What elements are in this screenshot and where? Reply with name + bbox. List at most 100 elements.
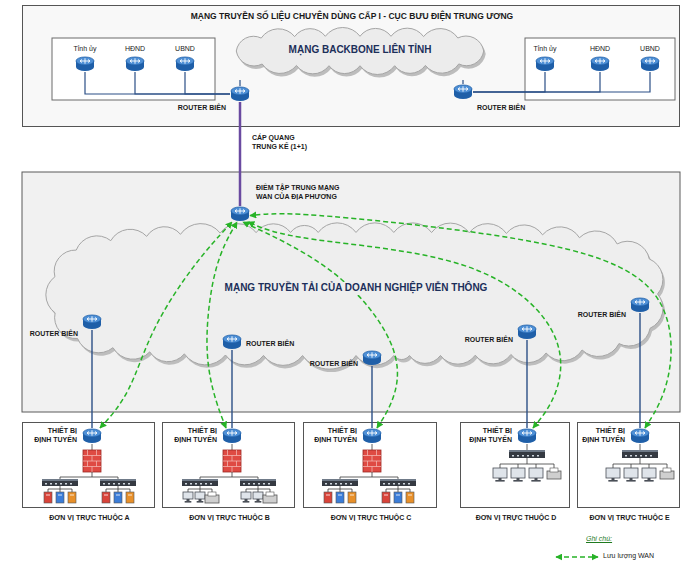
switch-port bbox=[350, 483, 352, 485]
cable-line bbox=[106, 489, 107, 492]
switch-port bbox=[522, 455, 524, 457]
switch-port bbox=[527, 455, 529, 457]
router-icon-part bbox=[235, 88, 245, 93]
switch-port bbox=[253, 483, 255, 485]
firewall-brick bbox=[92, 456, 93, 462]
server-icon bbox=[56, 492, 64, 503]
pc-icon bbox=[644, 480, 653, 482]
firewall-brick bbox=[232, 467, 233, 473]
edge-router: ROUTER BIÊN bbox=[82, 314, 102, 330]
unit-box: THIẾT BỊ ĐỊNH TUYẾNĐƠN VỊ TRỰC THUỘC C bbox=[303, 422, 437, 508]
router-icon bbox=[222, 334, 242, 350]
firewall-brick bbox=[376, 461, 377, 467]
router-label: ROUTER BIÊN bbox=[310, 360, 358, 369]
cable-line bbox=[352, 489, 353, 492]
pc-icon bbox=[493, 468, 507, 478]
router-icon bbox=[630, 297, 650, 313]
router-label: THIẾT BỊ ĐỊNH TUYẾN bbox=[171, 427, 217, 445]
server-icon bbox=[384, 495, 388, 496]
cable-line bbox=[60, 489, 61, 492]
wan-hub-router: ĐIỂM TẬP TRUNG MẠNG WAN CỦA ĐỊA PHƯƠNG bbox=[230, 206, 250, 222]
router-icon bbox=[640, 56, 660, 72]
pc-icon bbox=[630, 478, 633, 480]
unit-label: ĐƠN VỊ TRỰC THUỘC A bbox=[49, 514, 129, 523]
router: Tỉnh ủy bbox=[75, 56, 95, 72]
server-icon bbox=[102, 492, 110, 503]
network-link bbox=[185, 72, 230, 94]
unit-equipment bbox=[42, 444, 674, 503]
cable-line bbox=[340, 489, 341, 492]
edge-router: ROUTER BIÊN bbox=[517, 324, 537, 340]
switch-port bbox=[128, 483, 130, 485]
router: HĐND bbox=[125, 56, 145, 72]
switch-icon bbox=[100, 479, 136, 481]
firewall-brick bbox=[376, 450, 377, 456]
router-label: ROUTER BIÊN bbox=[578, 311, 626, 320]
legend-heading: Ghi chú: bbox=[586, 535, 612, 544]
unit-label: ĐƠN VỊ TRỰC THUỘC E bbox=[589, 514, 669, 523]
switch-port bbox=[205, 483, 207, 485]
router-icon-part bbox=[80, 58, 90, 63]
pc-icon bbox=[535, 478, 538, 480]
cable-line bbox=[667, 464, 668, 468]
cable-line bbox=[118, 486, 119, 489]
transport-cloud: MẠNG TRUYỀN TẢI CỦA DOANH NGHIỆP VIỄN TH… bbox=[40, 218, 672, 370]
backbone-panel: Tỉnh ủyHĐNDUBNDMẠNG BACKBONE LIÊN TỈNHRO… bbox=[22, 5, 680, 127]
switch-port bbox=[200, 483, 202, 485]
switch-port bbox=[408, 483, 410, 485]
switch-port bbox=[537, 455, 539, 457]
server-icon bbox=[104, 495, 108, 496]
cable-line bbox=[500, 464, 554, 465]
server-icon bbox=[350, 495, 354, 496]
unit-router: THIẾT BỊ ĐỊNH TUYẾN bbox=[362, 428, 382, 444]
switch-icon bbox=[509, 450, 545, 458]
switch-port bbox=[248, 483, 250, 485]
cable-line bbox=[232, 444, 233, 450]
server-icon bbox=[116, 495, 120, 496]
server-icon bbox=[324, 492, 332, 503]
unit-fill bbox=[460, 422, 570, 508]
switch-port bbox=[640, 455, 642, 457]
pc-icon bbox=[648, 478, 651, 480]
unit-router: THIẾT BỊ ĐỊNH TUYẾN bbox=[630, 428, 650, 444]
switch-port bbox=[393, 483, 395, 485]
router-icon-part bbox=[130, 58, 140, 63]
network-link bbox=[473, 72, 650, 92]
edge-router: ROUTER BIÊN bbox=[453, 84, 473, 100]
pc-icon bbox=[185, 501, 192, 503]
network-link bbox=[473, 72, 600, 92]
cable-line bbox=[200, 486, 201, 489]
switch-port bbox=[383, 483, 385, 485]
edge-router: ROUTER BIÊN bbox=[230, 86, 250, 102]
switch-port bbox=[60, 483, 62, 485]
server-icon bbox=[44, 492, 52, 503]
switch-port bbox=[45, 483, 47, 485]
server-icon bbox=[336, 492, 344, 503]
backbone-panel-fill bbox=[22, 5, 680, 127]
router-icon-part bbox=[522, 326, 532, 331]
pc-icon bbox=[245, 499, 248, 501]
trunk-cable bbox=[239, 102, 242, 206]
legend-text: Lưu lượng WAN bbox=[603, 552, 654, 561]
router: UBND bbox=[175, 56, 195, 72]
unit-label: ĐƠN VỊ TRỰC THUỘC C bbox=[331, 514, 412, 523]
router-icon-part bbox=[635, 430, 645, 435]
router-icon bbox=[75, 56, 95, 72]
server-icon bbox=[114, 492, 122, 503]
switch-icon bbox=[182, 479, 218, 481]
cable-line bbox=[258, 486, 259, 489]
cable-line bbox=[527, 458, 528, 464]
server-icon bbox=[128, 495, 132, 496]
pc-icon bbox=[624, 468, 638, 478]
router-icon bbox=[82, 428, 102, 444]
switch-icon bbox=[322, 479, 358, 481]
router-icon-part bbox=[126, 57, 144, 65]
router-icon bbox=[82, 314, 102, 330]
cable-line bbox=[200, 489, 201, 492]
firewall-brick bbox=[96, 461, 97, 467]
panel-title: MẠNG TRUYỀN SỐ LIỆU CHUYÊN DÙNG CẤP I - … bbox=[191, 11, 514, 22]
switch-icon bbox=[42, 479, 78, 481]
router-label: THIẾT BỊ ĐỊNH TUYẾN bbox=[466, 427, 512, 445]
router-icon-part bbox=[223, 335, 241, 343]
pc-icon bbox=[531, 480, 540, 482]
